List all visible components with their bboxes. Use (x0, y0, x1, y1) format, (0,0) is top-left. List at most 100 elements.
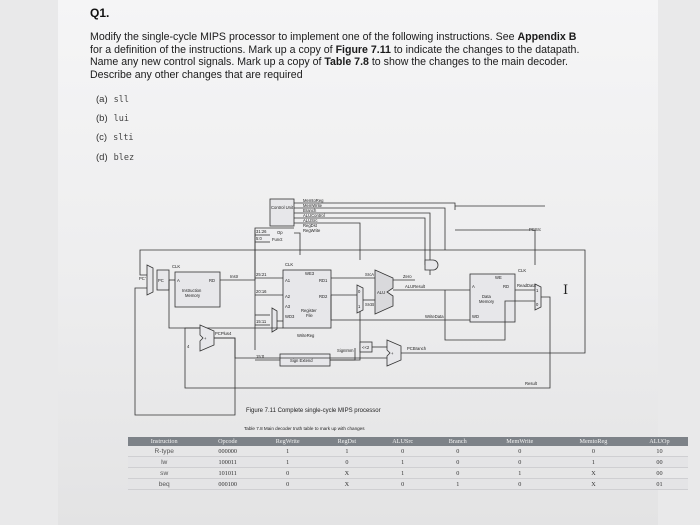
dmem-we: WE (495, 275, 502, 280)
datapath-diagram: Control Unit MemtoReg MemWrite Branch AL… (134, 198, 586, 416)
table-cell: X (320, 467, 374, 479)
rf-a3: A3 (285, 304, 291, 309)
writereg-mux (271, 307, 278, 333)
question-prompt: Modify the single-cycle MIPS processor t… (90, 31, 580, 81)
bits-15-0: 15:0 (256, 354, 265, 359)
writereg-label: WriteReg (297, 333, 315, 338)
table-cell: 1 (556, 456, 631, 468)
table-cell: 0 (432, 446, 484, 457)
rf-wd3: WD3 (285, 314, 295, 319)
table-row: lw 100011 1 0 1 0 0 1 00 (128, 456, 688, 468)
table-cell: sw (128, 467, 201, 479)
plus-sign: + (204, 336, 207, 341)
choice-label: (b) (96, 113, 108, 124)
writedata-label: WriteData (425, 314, 444, 319)
choice-code: blez (113, 153, 135, 163)
dmem-a: A (472, 284, 475, 289)
signal-alucontrol: ALUControl (303, 213, 325, 218)
sign-extend-label: Sign Extend (290, 358, 313, 363)
table-ref: Table 7.8 (324, 56, 369, 69)
choice-code: slti (113, 133, 134, 143)
question-number: Q1. (90, 6, 110, 20)
signal-regwrite: RegWrite (303, 228, 321, 233)
choice-code: sll (113, 95, 129, 105)
register-file (282, 269, 332, 329)
signal-memtoreg: MemtoReg (303, 198, 324, 203)
column-header: RegDst (320, 437, 374, 446)
table-cell: 0 (483, 446, 557, 457)
alu-label: ALU (377, 290, 385, 295)
table-cell: 0 (320, 456, 374, 468)
table-cell: beq (128, 478, 201, 490)
signal-regdst: RegDst (303, 223, 318, 228)
pcsrc-label: PCSrc (529, 227, 541, 232)
table-cell: 1 (320, 446, 374, 457)
pcbranch-adder (386, 339, 402, 367)
table-cell: 00 (630, 456, 688, 468)
signal-memwrite: MemWrite (303, 203, 323, 208)
four-const: 4 (187, 344, 190, 349)
branch-and-gate (424, 259, 439, 271)
op-label: Op (277, 230, 283, 235)
table-cell: 0 (255, 467, 321, 479)
rf-a2: A2 (285, 294, 291, 299)
dmem-label-1: Data (482, 294, 492, 299)
dmem-label-2: Memory (479, 299, 495, 304)
table-cell: 10 (630, 446, 688, 457)
table-cell: 0 (483, 478, 557, 490)
bits-25-21: 25:21 (256, 272, 267, 277)
mux-1: 1 (358, 304, 361, 309)
choice-c: (c) slti (96, 132, 134, 143)
table-cell: 1 (255, 456, 321, 468)
table-cell: 1 (255, 446, 321, 457)
signal-alusrc: ALUSrc (303, 218, 317, 223)
clk-label: CLK (285, 262, 293, 267)
prompt-text: to show the changes to the main decoder.… (90, 56, 568, 81)
bits-15-11: 15:11 (256, 319, 267, 324)
dmem-rd: RD (503, 284, 509, 289)
rf-we3: WE3 (305, 271, 315, 276)
shift2-label: <<2 (362, 345, 370, 350)
control-unit-label: Control Unit (271, 205, 294, 210)
rf-label-1: Register (301, 308, 317, 313)
table-cell: 0 (255, 478, 321, 490)
table-cell: 101011 (200, 467, 256, 479)
signal-branch: Branch (303, 208, 317, 213)
column-header: MemtoReg (556, 437, 631, 446)
column-header: ALUOp (630, 437, 688, 446)
figure-caption: Figure 7.11 Complete single-cycle MIPS p… (246, 408, 381, 414)
pcplus4-adder (199, 324, 215, 352)
table-cell: 01 (630, 478, 688, 490)
prompt-text: to indicate the changes to the datapath.… (90, 43, 580, 69)
pcbranch-label: PCBranch (407, 346, 427, 351)
table-header-row: Instruction Opcode RegWrite RegDst ALUSr… (128, 437, 688, 446)
choice-label: (c) (96, 132, 108, 143)
table-cell: 0 (432, 456, 484, 468)
choice-label: (d) (96, 152, 108, 163)
text-cursor-icon: I (563, 283, 569, 298)
table-cell: 100011 (200, 456, 256, 468)
table-caption: Table 7.8 Main decoder truth table to ma… (244, 426, 365, 431)
dmem-wd: WD (472, 314, 479, 319)
table-row: sw 101011 0 X 1 0 1 X 00 (128, 467, 688, 479)
prompt-text: for a definition of the instructions. Ma… (90, 43, 336, 56)
readdata-label: ReadData (517, 283, 537, 288)
choice-b: (b)lui (96, 113, 129, 124)
rf-label-2: File (306, 313, 313, 318)
column-header: MemWrite (483, 437, 557, 446)
table-cell: 0 (373, 446, 433, 457)
column-header: Opcode (200, 437, 256, 446)
instruction-memory (174, 271, 221, 308)
instr-label: Instr (230, 274, 239, 279)
pc-label: PC (158, 278, 164, 283)
table-cell: 0 (373, 478, 433, 490)
choice-a: (a)sll (96, 94, 129, 105)
table-cell: 1 (483, 467, 557, 479)
mux-1: 1 (536, 288, 539, 293)
table-cell: 000000 (200, 446, 256, 457)
table-cell: X (556, 478, 631, 490)
instr-mem-label-2: Memory (185, 293, 201, 298)
pcplus4-label: PCPlus4 (215, 331, 232, 336)
column-header: Instruction (128, 437, 201, 446)
plus-sign: + (391, 351, 394, 356)
